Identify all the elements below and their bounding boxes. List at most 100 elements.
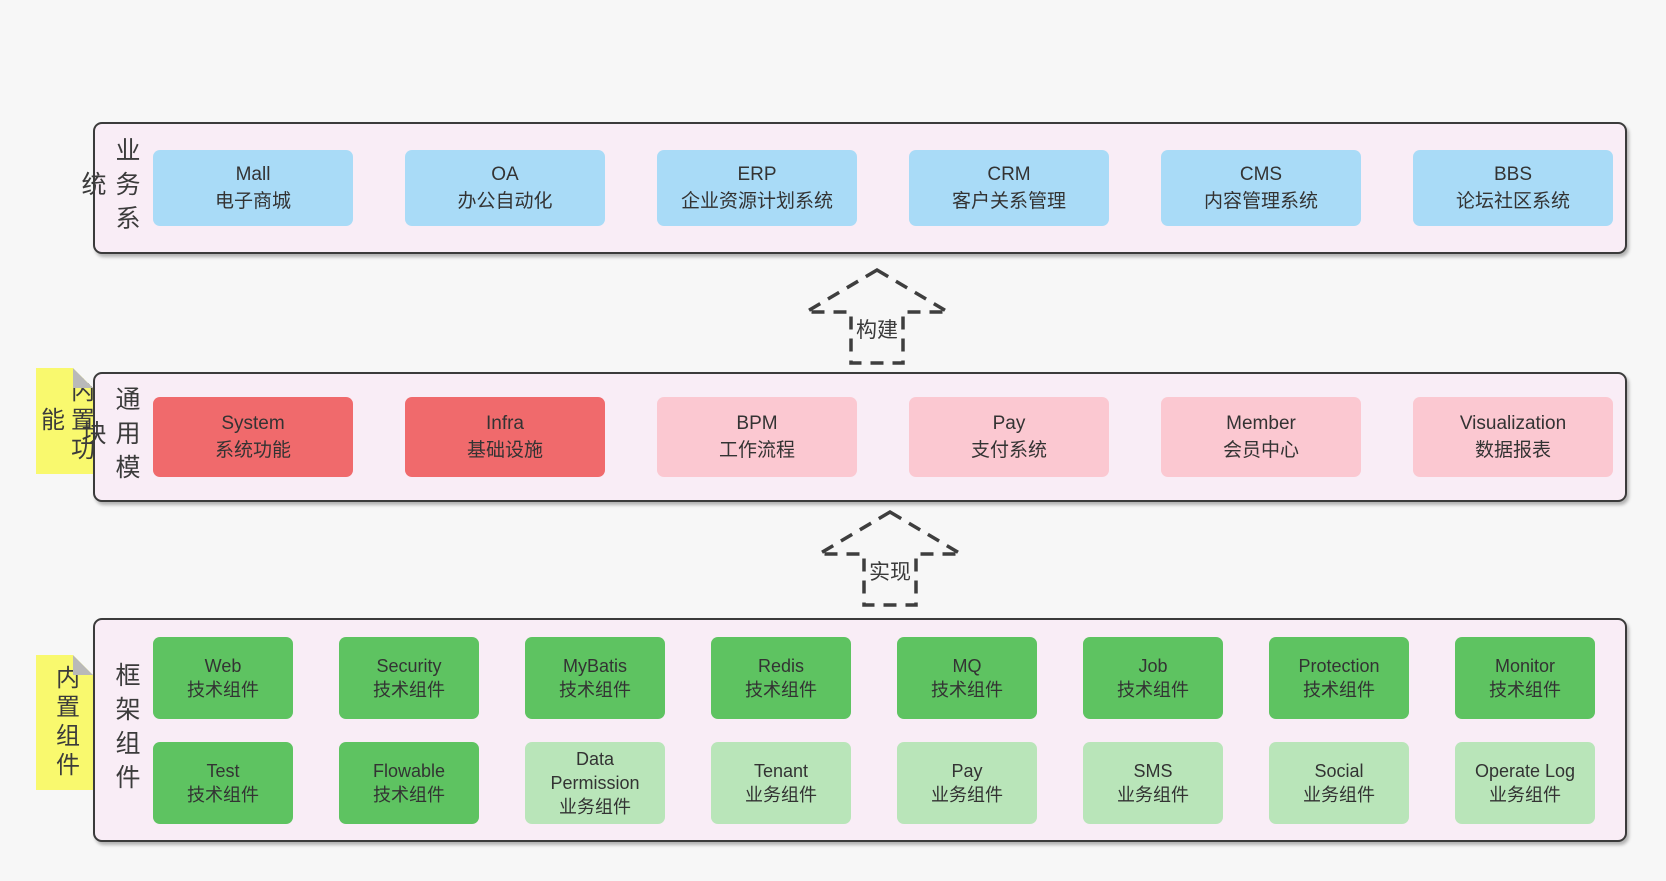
- box-visualization: Visualization 数据报表: [1413, 397, 1613, 477]
- box-desc: 技术组件: [745, 679, 817, 700]
- box-name: Protection: [1298, 655, 1380, 676]
- business-boxes: Mall 电子商城 OA 办公自动化 ERP 企业资源计划系统 CRM 客户关系…: [153, 150, 1625, 226]
- box-desc: 企业资源计划系统: [680, 191, 833, 212]
- box-name: OA: [491, 164, 519, 185]
- box-name: Pay: [951, 760, 983, 781]
- box-monitor: Monitor 技术组件: [1455, 636, 1595, 719]
- box-name: Operate Log: [1474, 760, 1576, 781]
- box-desc: 业务组件: [745, 784, 817, 805]
- box-mq: MQ 技术组件: [897, 636, 1037, 719]
- box-member: Member 会员中心: [1161, 397, 1361, 477]
- note-builtin-features: 内置功能: [36, 368, 93, 474]
- box-mall: Mall 电子商城: [153, 150, 353, 226]
- box-desc: 技术组件: [187, 784, 259, 805]
- box-name: Pay: [992, 413, 1026, 434]
- box-name: Tenant: [753, 760, 809, 781]
- box-name: Infra: [485, 413, 525, 434]
- box-social: Social 业务组件: [1269, 741, 1409, 824]
- section-common-modules: 通用模块 System 系统功能 Infra 基础设施 BPM 工作流程 Pay…: [78, 372, 1627, 502]
- box-name: Social: [1314, 760, 1364, 781]
- module-boxes: System 系统功能 Infra 基础设施 BPM 工作流程 Pay 支付系统…: [153, 397, 1625, 477]
- box-desc: 内容管理系统: [1203, 191, 1318, 212]
- box-tenant: Tenant 业务组件: [711, 741, 851, 824]
- box-web: Web 技术组件: [153, 636, 293, 719]
- box-name: BPM: [736, 413, 778, 434]
- section-business-systems: 业务系统 Mall 电子商城 OA 办公自动化 ERP 企业资源计划系统 CRM…: [78, 122, 1627, 254]
- box-bpm: BPM 工作流程: [657, 397, 857, 477]
- note-label: 内置组件: [51, 664, 79, 781]
- box-name: Data Permission: [550, 748, 640, 793]
- box-name: Member: [1226, 413, 1296, 434]
- box-desc: 业务组件: [1117, 784, 1189, 805]
- framework-row-1: Web 技术组件 Security 技术组件 MyBatis 技术组件 Redi…: [153, 636, 1625, 719]
- box-desc: 业务组件: [1303, 784, 1375, 805]
- box-name: BBS: [1493, 164, 1533, 185]
- box-pay-system: Pay 支付系统: [909, 397, 1109, 477]
- box-desc: 业务组件: [559, 796, 631, 817]
- box-erp: ERP 企业资源计划系统: [657, 150, 857, 226]
- box-sms: SMS 业务组件: [1083, 741, 1223, 824]
- box-desc: 技术组件: [187, 679, 259, 700]
- note-label: 内置功能: [36, 377, 94, 465]
- box-security: Security 技术组件: [339, 636, 479, 719]
- box-desc: 业务组件: [1489, 784, 1561, 805]
- arrow-implement-label: 实现: [869, 561, 911, 584]
- box-desc: 支付系统: [970, 440, 1047, 461]
- box-desc: 技术组件: [1117, 679, 1189, 700]
- section-label-common-modules: 通用模块: [78, 386, 140, 488]
- box-desc: 电子商城: [214, 191, 291, 212]
- box-test: Test 技术组件: [153, 741, 293, 824]
- box-desc: 技术组件: [373, 784, 445, 805]
- framework-row-2: Test 技术组件 Flowable 技术组件 Data Permission …: [153, 741, 1625, 824]
- framework-boxes: Web 技术组件 Security 技术组件 MyBatis 技术组件 Redi…: [153, 636, 1625, 824]
- box-name: Job: [1138, 655, 1168, 676]
- box-desc: 工作流程: [718, 440, 795, 461]
- note-fold-icon: [73, 655, 93, 675]
- box-oa: OA 办公自动化: [405, 150, 605, 226]
- box-name: CMS: [1239, 164, 1283, 185]
- box-desc: 基础设施: [466, 440, 543, 461]
- box-desc: 技术组件: [1489, 679, 1561, 700]
- note-builtin-components: 内置组件: [36, 655, 93, 790]
- box-name: Mall: [235, 164, 271, 185]
- box-name: Redis: [757, 655, 805, 676]
- note-fold-icon: [73, 368, 93, 388]
- box-redis: Redis 技术组件: [711, 636, 851, 719]
- box-flowable: Flowable 技术组件: [339, 741, 479, 824]
- box-operate-log: Operate Log 业务组件: [1455, 741, 1595, 824]
- box-name: Test: [206, 760, 240, 781]
- section-label-framework-components: 框架组件: [112, 662, 140, 798]
- box-data-permission: Data Permission 业务组件: [525, 741, 665, 824]
- box-desc: 技术组件: [931, 679, 1003, 700]
- box-name: Security: [376, 655, 442, 676]
- box-bbs: BBS 论坛社区系统: [1413, 150, 1613, 226]
- box-name: System: [221, 413, 285, 434]
- box-desc: 系统功能: [214, 440, 291, 461]
- box-name: Web: [204, 655, 242, 676]
- box-desc: 技术组件: [559, 679, 631, 700]
- box-name: MQ: [952, 655, 982, 676]
- box-infra: Infra 基础设施: [405, 397, 605, 477]
- section-framework-components: 框架组件 Web 技术组件 Security 技术组件 MyBatis 技术组件…: [93, 618, 1627, 842]
- box-name: ERP: [737, 164, 777, 185]
- box-desc: 业务组件: [931, 784, 1003, 805]
- up-arrow-icon: [799, 267, 955, 365]
- box-name: CRM: [987, 164, 1031, 185]
- box-desc: 会员中心: [1222, 440, 1299, 461]
- box-name: MyBatis: [562, 655, 627, 676]
- box-name: Visualization: [1459, 413, 1567, 434]
- box-desc: 论坛社区系统: [1455, 191, 1570, 212]
- box-name: Monitor: [1494, 655, 1556, 676]
- box-system: System 系统功能: [153, 397, 353, 477]
- box-desc: 客户关系管理: [951, 191, 1066, 212]
- section-label-business-systems: 业务系统: [78, 137, 140, 239]
- arrow-build-label: 构建: [856, 319, 898, 342]
- box-desc: 办公自动化: [457, 191, 553, 212]
- box-mybatis: MyBatis 技术组件: [525, 636, 665, 719]
- box-cms: CMS 内容管理系统: [1161, 150, 1361, 226]
- arrow-build: 构建: [797, 263, 957, 368]
- box-name: SMS: [1133, 760, 1173, 781]
- up-arrow-icon: [812, 509, 968, 607]
- box-job: Job 技术组件: [1083, 636, 1223, 719]
